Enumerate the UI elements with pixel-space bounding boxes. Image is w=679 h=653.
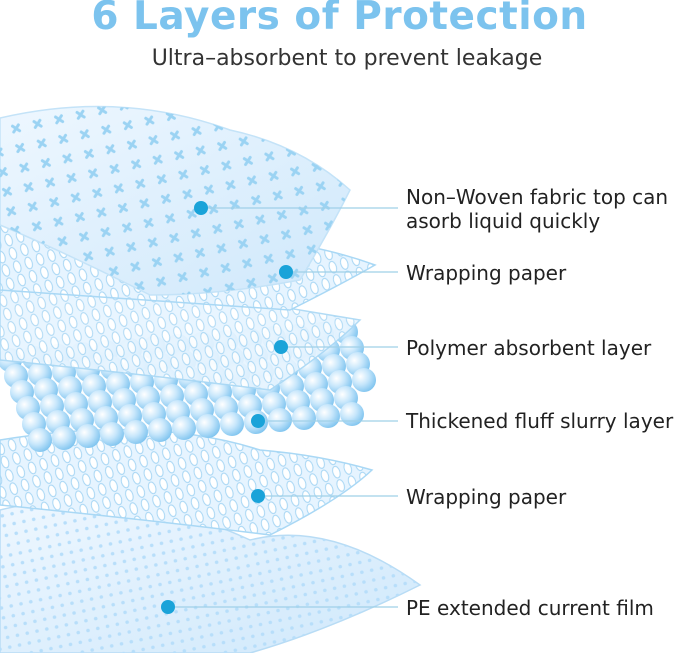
callout-dot <box>251 489 265 503</box>
fluff-ball <box>340 402 364 426</box>
layer-nonwoven-top <box>0 105 351 296</box>
fluff-ball <box>76 424 100 448</box>
layer-label-line: Wrapping paper <box>406 261 567 285</box>
fluff-ball <box>316 404 340 428</box>
layer-label: Polymer absorbent layer <box>406 336 651 360</box>
fluff-ball <box>100 422 124 446</box>
fluff-ball <box>52 426 76 450</box>
layer-label: Wrapping paper <box>406 261 566 285</box>
fluff-ball <box>220 412 244 436</box>
fluff-ball <box>28 428 52 452</box>
callout-dot <box>279 265 293 279</box>
layer-label: PE extended current film <box>406 596 654 620</box>
layer-label-line: asorb liquid quickly <box>406 209 601 233</box>
fluff-ball <box>148 418 172 442</box>
layer-pe-film <box>0 499 422 653</box>
callout-dot <box>161 600 175 614</box>
layer-label-line: PE extended current film <box>406 596 654 620</box>
fluff-ball <box>292 406 316 430</box>
layer-label: Wrapping paper <box>406 485 566 509</box>
fluff-ball <box>268 408 292 432</box>
layer-label-line: Non–Woven fabric top can <box>406 185 669 209</box>
layer-label-line: Wrapping paper <box>406 485 567 509</box>
callout-dot <box>194 201 208 215</box>
fluff-ball <box>352 368 376 392</box>
layer-label: Thickened fluff slurry layer <box>406 409 673 433</box>
fluff-ball <box>196 414 220 438</box>
fluff-ball <box>124 420 148 444</box>
callout-dot <box>274 340 288 354</box>
leader-lines <box>161 201 398 614</box>
callout-dot <box>251 414 265 428</box>
page-title: 6 Layers of Protection <box>91 0 588 39</box>
layer-label-line: Thickened fluff slurry layer <box>406 409 674 433</box>
page-subtitle: Ultra–absorbent to prevent leakage <box>151 46 543 71</box>
fluff-ball <box>172 416 196 440</box>
layer-label-line: Polymer absorbent layer <box>406 336 652 360</box>
